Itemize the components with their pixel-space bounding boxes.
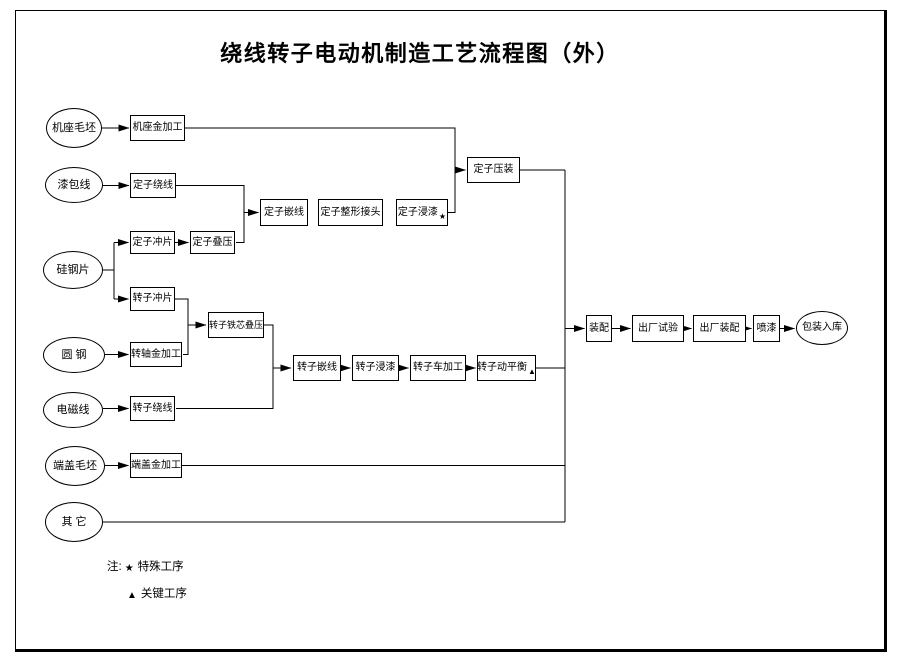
process-box-jizuo-jiagong: 机座金加工 (130, 115, 185, 141)
legend-label-key: 关键工序 (140, 588, 187, 601)
process-box-zhuanzi-chongpian: 转子冲片 (130, 287, 175, 311)
output-ellipse-baozhuang-ruku: 包装入库 (796, 311, 848, 345)
process-box-chuchang-shiyan: 出厂试验 (632, 315, 684, 342)
process-label: 定子浸漆 (397, 206, 438, 218)
diagram-title: 绕线转子电动机制造工艺流程图（外） (220, 41, 620, 66)
key-process-triangle-icon: ▲ (528, 367, 536, 376)
process-box-zhuangpei: 装配 (586, 315, 612, 342)
process-box-dingzi-zhengxing-jietou: 定子整形接头 (318, 199, 383, 226)
material-ellipse-diancixian: 电磁线 (43, 392, 103, 428)
star-icon: ★ (124, 563, 134, 574)
legend: 注: ★ 特殊工序 ▲ 关键工序 (107, 560, 187, 603)
process-box-dingzi-yazhuang: 定子压装 (467, 157, 520, 183)
material-ellipse-qibaoxian: 漆包线 (45, 167, 103, 203)
process-box-zhuanzi-qianxian: 转子嵌线 (293, 355, 341, 381)
process-label: 转子动平衡 (477, 362, 528, 373)
process-box-duangai-jiagong: 端盖金加工 (130, 453, 182, 478)
process-box-zhuanzi-raoxian: 转子绕线 (130, 396, 175, 421)
material-ellipse-duangai-maopi: 端盖毛坯 (45, 446, 105, 486)
process-box-chuchang-zhuangpei: 出厂装配 (693, 315, 746, 342)
special-process-star-icon: ★ (438, 211, 447, 221)
process-box-zhuanzi-tiexin-dieya: 转子铁芯叠压 (208, 312, 264, 338)
process-box-zhuanzhou-jiagong: 转轴金加工 (130, 342, 182, 367)
process-box-dingzi-qianxian: 定子嵌线 (260, 199, 308, 226)
legend-row-key: ▲ 关键工序 (124, 587, 187, 603)
process-box-zhuanzi-jinqi: 转子浸漆 (352, 355, 399, 381)
material-ellipse-jizuo-maopi: 机座毛坯 (46, 108, 102, 148)
process-box-dingzi-raoxian: 定子绕线 (130, 173, 176, 198)
legend-row-special: 注: ★ 特殊工序 (107, 560, 187, 576)
process-box-penqi: 喷漆 (753, 315, 780, 342)
triangle-icon: ▲ (127, 590, 137, 601)
process-box-dingzi-chongpian: 定子冲片 (130, 231, 175, 254)
process-box-zhuanzi-chejiagong: 转子车加工 (410, 355, 466, 381)
material-ellipse-yuangang: 圆 钢 (43, 337, 105, 373)
legend-label-special: 特殊工序 (137, 561, 184, 574)
material-ellipse-guigangpian: 硅钢片 (43, 251, 103, 289)
drawing-border (15, 10, 887, 652)
process-box-zhuanzi-dongpingheng: 转子动平衡▲ (477, 355, 536, 381)
process-box-dingzi-dieya: 定子叠压 (190, 231, 235, 254)
process-box-dingzi-jinqi: 定子浸漆★ (396, 199, 448, 226)
legend-note: 注: (107, 561, 122, 574)
material-ellipse-qita: 其 它 (45, 502, 103, 542)
